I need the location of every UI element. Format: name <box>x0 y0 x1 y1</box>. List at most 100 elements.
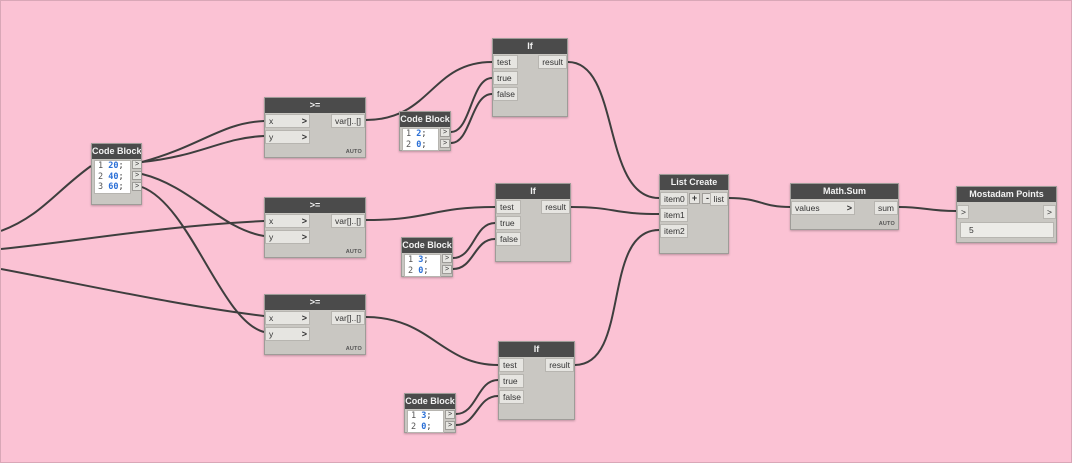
output-port[interactable]: > <box>445 421 455 430</box>
chevron-right-icon: > <box>301 313 307 323</box>
watch-node[interactable]: Mostadam Points > > 5 <box>956 186 1057 243</box>
input-port-item2[interactable]: item2 <box>660 224 688 238</box>
input-port-test[interactable]: test <box>493 55 518 69</box>
input-port-x[interactable]: x> <box>265 311 310 325</box>
input-port-test[interactable]: test <box>499 358 524 372</box>
watch-value-display: 5 <box>960 222 1054 238</box>
code-editor[interactable]: 1 2; 2 0; <box>402 128 439 151</box>
wire <box>452 238 496 270</box>
if-node[interactable]: If test true false result <box>498 341 575 420</box>
output-port[interactable]: > <box>440 139 450 148</box>
lacing-label: AUTO <box>345 249 362 255</box>
node-title: Code Block <box>92 144 141 159</box>
code-line: 1 20; <box>98 161 124 171</box>
input-port[interactable]: > <box>957 205 969 219</box>
node-title: If <box>499 342 574 357</box>
wire <box>1 220 265 250</box>
output-port[interactable]: sum <box>873 201 898 215</box>
input-port-true[interactable]: true <box>493 71 518 85</box>
if-node[interactable]: If test true false result <box>492 38 568 117</box>
input-port-item0[interactable]: item0 <box>660 192 688 206</box>
chevron-right-icon: > <box>301 116 307 126</box>
wire <box>365 316 499 366</box>
node-title: If <box>496 184 570 199</box>
code-line: 1 3; <box>408 255 429 265</box>
greater-equal-node[interactable]: >= x> y> var[]..[] AUTO <box>264 97 366 158</box>
output-port[interactable]: var[]..[] <box>331 311 365 325</box>
output-port[interactable]: > <box>442 254 452 263</box>
node-title: Code Block <box>402 238 452 253</box>
input-port-x[interactable]: x> <box>265 214 310 228</box>
code-line: 3 60; <box>98 182 124 192</box>
chevron-right-icon: > <box>301 132 307 142</box>
output-port[interactable]: > <box>1043 205 1056 219</box>
input-port-x[interactable]: x> <box>265 114 310 128</box>
input-port-test[interactable]: test <box>496 200 521 214</box>
code-block-node[interactable]: Code Block 1 2; 2 0; > > <box>399 111 451 151</box>
output-port[interactable]: > <box>132 160 142 169</box>
wire <box>455 395 499 426</box>
wire <box>141 120 265 163</box>
node-title: Math.Sum <box>791 184 898 199</box>
wire <box>141 186 265 333</box>
chevron-right-icon: > <box>301 329 307 339</box>
input-port-false[interactable]: false <box>499 390 524 404</box>
wire <box>455 379 499 415</box>
output-port[interactable]: var[]..[] <box>331 114 365 128</box>
node-title: Code Block <box>405 394 455 409</box>
if-node[interactable]: If test true false result <box>495 183 571 262</box>
node-title: >= <box>265 295 365 310</box>
input-port-y[interactable]: y> <box>265 230 310 244</box>
lacing-label: AUTO <box>345 149 362 155</box>
input-port-y[interactable]: y> <box>265 327 310 341</box>
code-block-node[interactable]: Code Block 1 20; 2 40; 3 60; > > > <box>91 143 142 205</box>
output-port[interactable]: > <box>442 265 452 274</box>
output-port[interactable]: result <box>541 200 570 214</box>
output-port[interactable]: > <box>132 182 142 191</box>
chevron-right-icon: > <box>846 203 852 213</box>
code-editor[interactable]: 1 3; 2 0; <box>407 410 444 433</box>
input-port-false[interactable]: false <box>496 232 521 246</box>
lacing-label: AUTO <box>878 221 895 227</box>
node-title: List Create <box>660 175 728 190</box>
output-port[interactable]: > <box>440 128 450 137</box>
wire <box>1 268 265 317</box>
wire <box>728 197 791 208</box>
output-port[interactable]: > <box>445 410 455 419</box>
wire <box>365 61 493 121</box>
wire <box>450 77 493 133</box>
wire <box>567 61 660 199</box>
output-port[interactable]: list <box>709 192 728 206</box>
input-port-y[interactable]: y> <box>265 130 310 144</box>
wire <box>141 135 265 163</box>
wire <box>898 206 957 212</box>
input-port-true[interactable]: true <box>496 216 521 230</box>
node-title: If <box>493 39 567 54</box>
code-block-node[interactable]: Code Block 1 3; 2 0; > > <box>401 237 453 277</box>
code-editor[interactable]: 1 3; 2 0; <box>404 254 441 277</box>
output-port[interactable]: result <box>538 55 567 69</box>
output-port[interactable]: result <box>545 358 574 372</box>
list-create-node[interactable]: List Create item0 item1 item2 + - list <box>659 174 729 254</box>
wire <box>450 93 493 144</box>
input-port-true[interactable]: true <box>499 374 524 388</box>
math-sum-node[interactable]: Math.Sum values> sum AUTO <box>790 183 899 230</box>
code-line: 2 0; <box>406 139 427 150</box>
wire <box>570 206 660 215</box>
wire <box>574 229 660 366</box>
input-port-false[interactable]: false <box>493 87 518 101</box>
input-port-item1[interactable]: item1 <box>660 208 688 222</box>
greater-equal-node[interactable]: >= x> y> var[]..[] AUTO <box>264 294 366 355</box>
node-title: >= <box>265 198 365 213</box>
chevron-right-icon: > <box>301 216 307 226</box>
code-line: 2 0; <box>411 421 432 432</box>
output-port[interactable]: > <box>132 171 142 180</box>
input-port-values[interactable]: values> <box>791 201 855 215</box>
code-block-node[interactable]: Code Block 1 3; 2 0; > > <box>404 393 456 433</box>
output-port[interactable]: var[]..[] <box>331 214 365 228</box>
code-editor[interactable]: 1 20; 2 40; 3 60; <box>94 160 131 194</box>
greater-equal-node[interactable]: >= x> y> var[]..[] AUTO <box>264 197 366 258</box>
add-input-button[interactable]: + <box>689 193 700 204</box>
